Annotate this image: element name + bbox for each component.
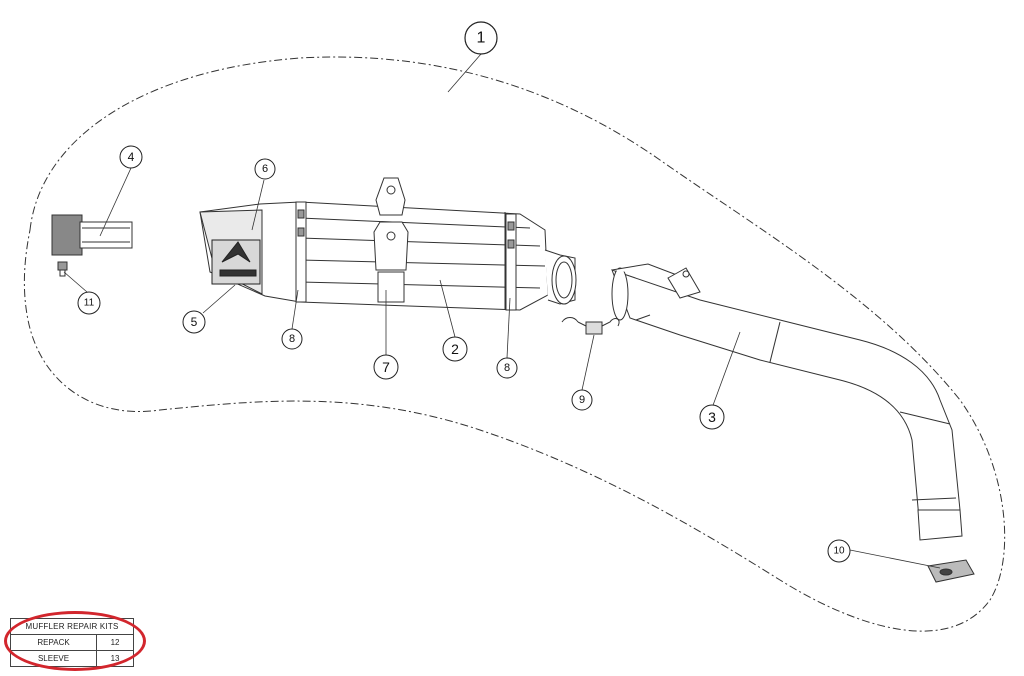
callout-2: 2: [442, 336, 468, 362]
logo-badge-part: [211, 239, 261, 285]
callout-8-right: 8: [496, 357, 518, 379]
leader-lines: [63, 53, 941, 569]
callout-label: 7: [382, 359, 390, 375]
callout-label: 1: [477, 30, 486, 47]
table-header-row: MUFFLER REPAIR KITS: [10, 618, 134, 635]
pipe-clamp-part: [927, 559, 975, 583]
callout-label: 11: [84, 298, 95, 309]
clamp-band-part: [295, 201, 517, 311]
table-row: REPACK 12: [9, 634, 134, 651]
callout-8-left: 8: [281, 328, 303, 350]
callout-label: 5: [191, 315, 198, 329]
mounting-bracket-part: [373, 177, 409, 303]
assembly-boundary: [23, 56, 1006, 632]
callout-3: 3: [699, 404, 725, 430]
end-cap-part: [51, 214, 133, 256]
callout-label: 3: [708, 409, 716, 425]
callout-11: 11: [77, 291, 101, 315]
callout-1: 1: [464, 21, 498, 55]
kit-name-cell: SLEEVE: [9, 650, 98, 667]
spring-part: [561, 317, 620, 335]
table-title: MUFFLER REPAIR KITS: [10, 618, 134, 635]
callout-10: 10: [827, 539, 851, 563]
callout-label: 8: [289, 333, 295, 345]
callout-7: 7: [373, 354, 399, 380]
callout-label: 8: [504, 362, 510, 374]
muffler-body-part: [199, 201, 577, 311]
callout-label: 6: [262, 163, 268, 175]
callout-label: 9: [579, 394, 585, 406]
callout-label: 4: [128, 150, 135, 164]
kit-name-cell: REPACK: [9, 634, 98, 651]
callout-9: 9: [571, 389, 593, 411]
kit-number-cell: 12: [96, 634, 134, 651]
link-pipe-part: [611, 263, 963, 541]
callout-label: 10: [833, 546, 845, 557]
callout-label: 2: [451, 341, 459, 357]
callout-4: 4: [119, 145, 143, 169]
muffler-repair-kits-table: MUFFLER REPAIR KITS REPACK 12 SLEEVE 13: [9, 618, 134, 667]
callout-5: 5: [182, 310, 206, 334]
callout-6: 6: [254, 158, 276, 180]
table-row: SLEEVE 13: [9, 650, 134, 667]
kit-number-cell: 13: [96, 650, 134, 667]
